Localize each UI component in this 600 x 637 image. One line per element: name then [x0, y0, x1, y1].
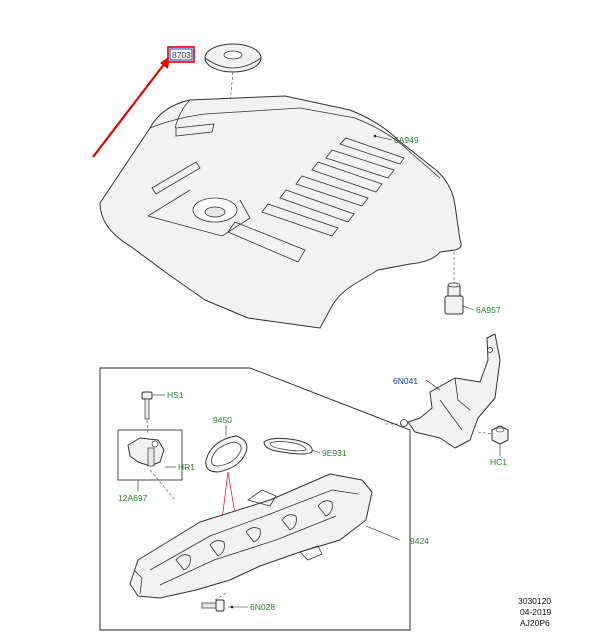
gasket-9e931-label[interactable]: 9E931: [322, 448, 347, 458]
footer-code: 3030120: [518, 596, 551, 606]
footer-date: 04-2019: [520, 607, 551, 617]
sensor-inset: [117, 429, 183, 481]
manifold-leader: [365, 525, 401, 541]
cap-reference-label[interactable]: 8703: [172, 50, 191, 60]
bracket-leader: [425, 379, 441, 391]
bolt-hs1-part: [141, 391, 153, 420]
sensor-assy-label[interactable]: 12A697: [118, 493, 148, 503]
stud-part: [444, 282, 464, 315]
seal-9450-part: [205, 435, 248, 473]
cap-label-highlight[interactable]: [167, 46, 195, 63]
seal-9450-label[interactable]: 9450: [213, 415, 232, 425]
bracket-part: [400, 333, 501, 449]
engine-cover: [99, 95, 462, 329]
bolt-6n028-part: [201, 599, 225, 612]
stud-leader: [462, 305, 475, 311]
sensor-part: [127, 437, 165, 467]
bracket-part-label[interactable]: 6N041: [393, 376, 418, 386]
manifold-part: [129, 473, 373, 599]
manifold-frame: [99, 367, 411, 631]
cover-part-label[interactable]: 6A949: [394, 135, 419, 145]
gasket-9e931-part: [263, 437, 313, 455]
nut-part-label[interactable]: HC1: [490, 457, 507, 467]
stud-part-label[interactable]: 6A957: [476, 305, 501, 315]
bolt-6n028-label[interactable]: 6N028: [250, 602, 275, 612]
nut-part: [491, 425, 509, 445]
bolt-hs1-label[interactable]: HS1: [167, 390, 184, 400]
cover-leader: [374, 135, 393, 141]
sensor-hr1-label[interactable]: HR1: [178, 462, 195, 472]
cap-part: [204, 43, 262, 73]
footer-model: AJ20P6: [520, 618, 550, 628]
manifold-part-label[interactable]: 9424: [410, 536, 429, 546]
